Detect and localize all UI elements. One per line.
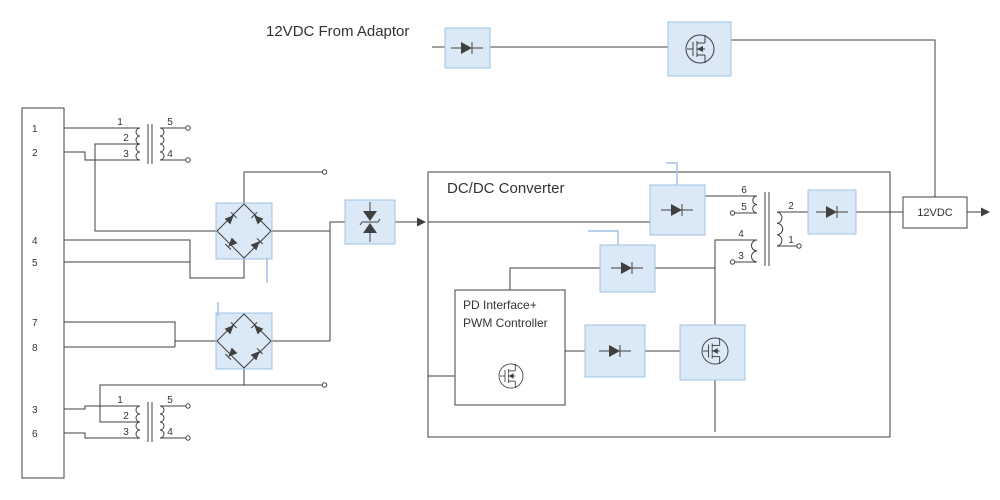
pin-label: 5	[167, 117, 173, 128]
wire	[64, 239, 245, 279]
connector-pin-label: 8	[32, 343, 38, 354]
pin-label: 4	[738, 229, 744, 240]
controller-body	[454, 289, 566, 406]
pin-label: 3	[738, 251, 744, 262]
wire	[64, 432, 140, 439]
connector-pin-label: 3	[32, 405, 38, 416]
adaptor-diode	[444, 27, 491, 69]
terminal-dot-icon	[321, 382, 328, 388]
dcdc-converter: DC/DC Converter	[427, 162, 903, 438]
rectifier-diode	[649, 184, 706, 236]
transformer-top: 1 2 3 5 4	[117, 117, 191, 164]
wire	[64, 151, 140, 161]
pin-label: 3	[123, 149, 129, 160]
pin-label: 2	[123, 133, 129, 144]
wires	[64, 39, 990, 439]
bridge-rectifier-2	[215, 312, 273, 370]
pd-pwm-controller: PD Interface+ PWM Controller	[454, 289, 566, 406]
pin-label: 1	[117, 117, 123, 128]
wire	[731, 39, 936, 197]
pin-label: 2	[123, 411, 129, 422]
pin-label: 2	[788, 201, 794, 212]
terminal-dot-icon	[321, 169, 328, 175]
terminal-dot-icon	[185, 157, 191, 163]
pin-label: 4	[167, 149, 173, 160]
wire	[509, 267, 600, 290]
connector-pin-label: 7	[32, 318, 38, 329]
transformer-flyback: 6 5 4 3 2 1	[729, 185, 802, 266]
adaptor-mosfet	[667, 21, 732, 77]
connector-pin-label: 2	[32, 148, 38, 159]
pin-label: 3	[123, 427, 129, 438]
connector-body	[21, 107, 65, 479]
component-box	[215, 202, 273, 260]
pin-label: 1	[117, 395, 123, 406]
terminal-dot-icon	[185, 403, 191, 409]
terminal-dot-icon	[796, 243, 802, 249]
pin-label: 5	[741, 202, 747, 213]
output-label: 12VDC	[917, 207, 953, 219]
terminal-dot-icon	[729, 210, 736, 216]
terminal-dot-icon	[729, 259, 736, 265]
wire	[243, 171, 322, 204]
transformer-icon	[751, 239, 758, 263]
wire	[329, 221, 345, 341]
wire	[64, 405, 140, 410]
transformer-icon	[776, 211, 784, 247]
transformer-bottom: 1 2 3 5 4	[117, 395, 191, 442]
pin-label: 4	[167, 427, 173, 438]
transformer-icon	[159, 127, 165, 161]
connector-pin-label: 1	[32, 124, 38, 135]
accent-tick	[666, 162, 678, 185]
wire	[94, 143, 216, 232]
terminal-dot-icon	[185, 435, 191, 441]
controller-label-line2: PWM Controller	[463, 316, 548, 330]
wire	[99, 369, 245, 423]
switching-mosfet	[679, 324, 746, 381]
output-diode	[807, 189, 857, 235]
gate-diode	[584, 324, 646, 378]
converter-label: DC/DC Converter	[447, 180, 565, 197]
accent-tick	[588, 230, 619, 245]
input-connector: 1 2 4 5 7 8 3 6	[21, 107, 65, 479]
wire	[714, 239, 757, 338]
pin-label: 5	[167, 395, 173, 406]
bridge-rectifier-1	[215, 202, 273, 260]
connector-pin-label: 6	[32, 429, 38, 440]
arrow-right-icon	[981, 207, 990, 217]
transformer-icon	[135, 405, 141, 439]
pin-label: 1	[788, 235, 794, 246]
connector-pin-label: 4	[32, 236, 38, 247]
adaptor-input-label: 12VDC From Adaptor	[266, 23, 409, 40]
output-box	[902, 196, 968, 229]
transformer-icon	[159, 405, 165, 439]
clamp-diode	[599, 244, 656, 293]
arrow-right-icon	[417, 217, 426, 227]
wire	[64, 321, 176, 347]
pin-label: 6	[741, 185, 747, 196]
transformer-icon	[135, 127, 141, 161]
component-box	[599, 244, 656, 293]
tvs-diode	[344, 199, 396, 245]
connector-pin-label: 5	[32, 258, 38, 269]
component-box	[215, 312, 273, 370]
controller-label-line1: PD Interface+	[463, 298, 537, 312]
terminal-dot-icon	[185, 125, 191, 131]
output-12vdc: 12VDC	[902, 196, 968, 229]
transformer-icon	[752, 195, 758, 214]
